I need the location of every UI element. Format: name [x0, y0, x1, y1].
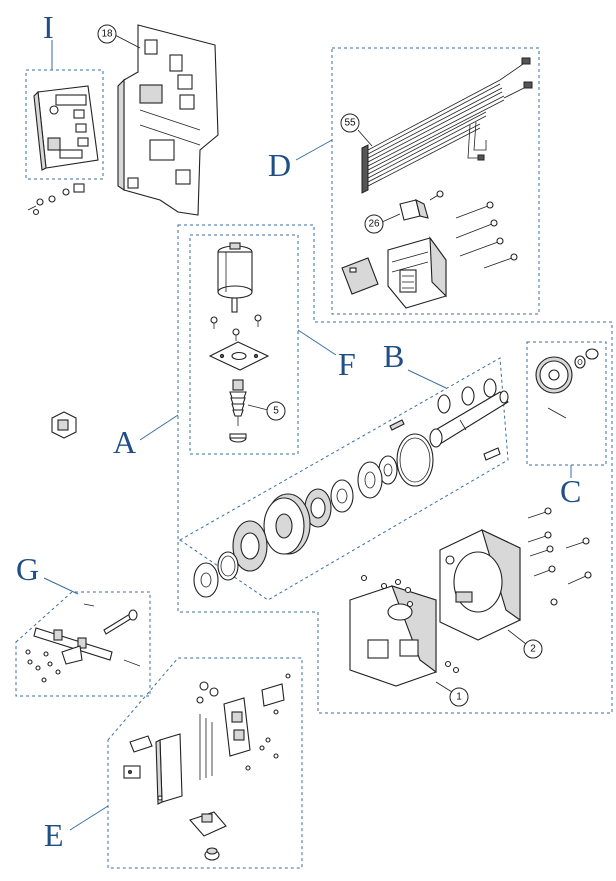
- housing-base-part: [349, 585, 437, 687]
- washer-part: [574, 348, 599, 369]
- callout-2-text: 2: [530, 644, 536, 655]
- mounting-bracket-part: [117, 24, 219, 216]
- callout-55: 55: [340, 113, 373, 147]
- group-d-leader: [295, 139, 333, 161]
- callout-5: 5: [247, 401, 286, 421]
- actuator-shaft-part: [33, 627, 113, 661]
- worm-gear-part: [229, 379, 247, 443]
- wire-harness-part: [361, 57, 533, 194]
- switch-panel-part: [155, 733, 183, 805]
- o-ring-part: [437, 394, 451, 414]
- group-i: I: [25, 9, 104, 216]
- group-e-outline: [107, 657, 303, 869]
- callout-1-text: 1: [456, 692, 462, 703]
- housing-screws: [360, 507, 592, 674]
- connector-e-part: [261, 683, 285, 707]
- group-i-outline: [25, 69, 104, 180]
- bearing-part: [330, 455, 398, 513]
- transformer-part: [387, 236, 447, 309]
- callout-18-text: 18: [101, 29, 113, 40]
- group-i-label: I: [43, 9, 54, 45]
- group-d-outline: [331, 47, 540, 315]
- callout-18: 18: [97, 24, 141, 49]
- motor-screws: [210, 314, 262, 341]
- group-d-bolts: [455, 201, 518, 269]
- group-b-label: B: [383, 338, 404, 374]
- group-f-leader: [297, 329, 337, 356]
- callout-55-text: 55: [344, 118, 356, 129]
- motor-part: [217, 242, 253, 313]
- group-e-label: E: [44, 817, 64, 853]
- spur-gear-part: [535, 356, 573, 394]
- group-d-label: D: [268, 147, 291, 183]
- limit-switch-part: [223, 697, 251, 757]
- base-mount-part: [189, 811, 227, 837]
- housing-cover-part: [439, 528, 521, 641]
- bracket-g-part: [61, 645, 83, 665]
- callout-1: 1: [435, 681, 469, 707]
- group-g-label: G: [16, 551, 39, 587]
- key-pin-part: [389, 419, 501, 461]
- spring-rods-part: [196, 681, 219, 780]
- group-b: B: [179, 338, 509, 601]
- motor-mount-plate: [208, 341, 270, 371]
- group-e: E: [44, 657, 303, 869]
- callout-26-text: 26: [368, 219, 380, 230]
- gear-stack-part: [217, 488, 332, 581]
- control-board-part: [33, 85, 99, 171]
- group-a-outline: [177, 224, 613, 714]
- group-c: C: [526, 341, 607, 509]
- roller-part: [129, 735, 153, 753]
- end-bearing-part: [193, 562, 219, 598]
- group-f: F: [189, 234, 356, 455]
- group-b-leader: [407, 369, 447, 389]
- o-ring-part-3: [483, 378, 497, 398]
- group-e-leader: [69, 805, 109, 831]
- group-b-outline: [179, 357, 509, 601]
- relay-part: [399, 190, 444, 221]
- gear-pin-part: [547, 407, 567, 419]
- o-ring-part-2: [461, 386, 475, 406]
- cover-plate-part: [341, 257, 379, 295]
- callout-5-text: 5: [273, 406, 279, 417]
- output-shaft-part: [429, 390, 509, 448]
- group-f-outline: [189, 234, 299, 455]
- group-a: A: [113, 224, 613, 714]
- group-d: D 55: [268, 47, 540, 315]
- knob-part: [204, 847, 220, 861]
- group-g-leader: [43, 577, 79, 595]
- callout-2: 2: [507, 629, 543, 659]
- group-a-leader: [139, 414, 179, 441]
- group-a-label: A: [113, 424, 136, 460]
- bolt-g-part: [103, 609, 138, 635]
- callout-26: 26: [364, 213, 401, 234]
- group-i-screws: [27, 183, 85, 216]
- group-e-screws: [157, 673, 291, 801]
- group-c-label: C: [560, 473, 581, 509]
- large-ring-part: [396, 433, 434, 487]
- group-g-outline: [15, 591, 151, 697]
- plate-e-part: [123, 765, 141, 779]
- group-c-outline: [526, 341, 607, 466]
- group-g-small-parts: [25, 603, 141, 683]
- small-clip-part: [51, 411, 77, 439]
- group-f-label: F: [338, 346, 356, 382]
- group-g: G: [15, 551, 151, 697]
